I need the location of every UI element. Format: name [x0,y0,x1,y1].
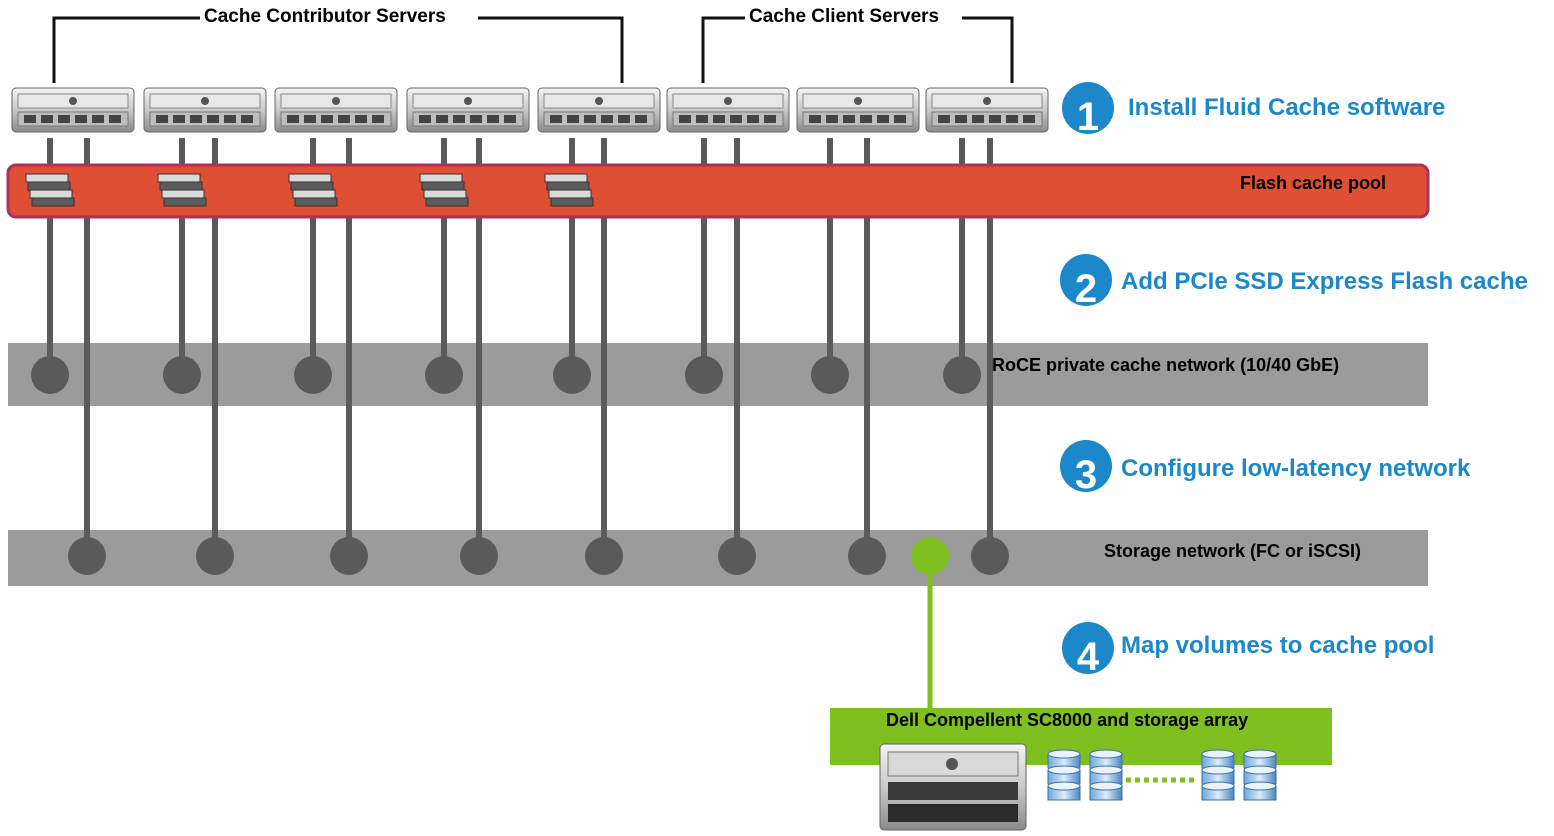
storage-array-node-dot [911,537,949,575]
storage-node-dot [196,537,234,575]
database-disk-icon [1047,749,1081,801]
step-1-text: Install Fluid Cache software [1128,94,1446,121]
step-2-text: Add PCIe SSD Express Flash cache [1121,268,1528,295]
contributor-servers-label: Cache Contributor Servers [200,6,450,28]
compellent-controller-icon [879,743,1027,831]
server-row [11,87,1049,133]
client-server-icon [666,87,790,133]
pcie-ssd-icon [288,173,338,207]
connector-lines [47,138,993,708]
database-disk-icon [1243,749,1277,801]
contributor-server-icon [143,87,267,133]
pcie-ssd-icon [157,173,207,207]
roce-node-dot [425,356,463,394]
step-2-badge: 2 [1060,254,1112,306]
storage-node-dot [460,537,498,575]
database-disk-icon [1089,749,1123,801]
contributor-bracket [52,16,624,83]
roce-node-dot [943,356,981,394]
roce-node-dot [31,356,69,394]
client-server-icon [796,87,920,133]
step-3-badge: 3 [1060,440,1112,492]
roce-node-dot [163,356,201,394]
storage-node-dot [585,537,623,575]
client-server-icon [925,87,1049,133]
storage-node-dot [971,537,1009,575]
step-4-badge: 4 [1062,622,1114,674]
flash-cache-pool-bar [6,163,1430,219]
client-servers-label: Cache Client Servers [745,6,944,28]
storage-network-bar [8,530,1428,586]
storage-node-dot [68,537,106,575]
pcie-ssd-icon [25,173,75,207]
roce-node-dot [685,356,723,394]
step-4-text: Map volumes to cache pool [1121,632,1435,659]
client-bracket [701,16,1014,83]
database-disk-icon [1201,749,1235,801]
storage-network-label: Storage network (FC or iSCSI) [1104,541,1362,561]
contributor-server-icon [406,87,530,133]
storage-node-dot [718,537,756,575]
storage-node-dot [848,537,886,575]
roce-network-label: RoCE private cache network (10/40 GbE) [992,355,1340,375]
contributor-server-icon [274,87,398,133]
storage-disk-icons [1047,749,1277,801]
roce-node-dot [553,356,591,394]
contributor-server-icon [11,87,135,133]
roce-node-dot [811,356,849,394]
step-3-text: Configure low-latency network [1121,455,1471,482]
pcie-ssd-icon [419,173,469,207]
contributor-server-icon [537,87,661,133]
flash-cache-pool-label: Flash cache pool [1240,173,1387,193]
roce-node-dot [294,356,332,394]
ssd-icons [25,173,594,207]
storage-array-label: Dell Compellent SC8000 and storage array [886,710,1249,730]
pcie-ssd-icon [544,173,594,207]
network-nodes [31,356,1009,575]
step-1-badge: 1 [1062,82,1114,134]
storage-node-dot [330,537,368,575]
